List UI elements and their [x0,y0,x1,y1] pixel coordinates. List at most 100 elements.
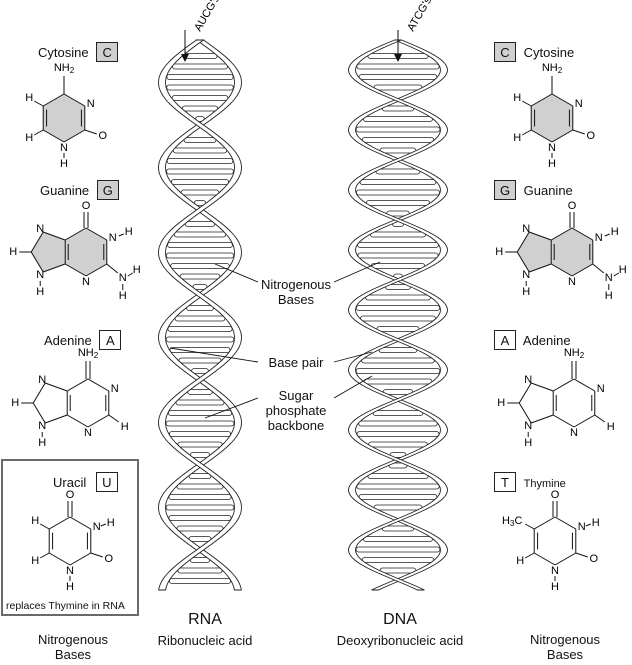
callout-sugar-line2: phosphate [265,403,327,418]
bond [594,414,606,423]
base-rung [166,168,234,175]
bond [524,523,535,530]
callout-base-pair: Base pair [268,355,324,370]
atom-label: N [597,383,605,395]
atom-label: NH2 [78,347,99,360]
atom-label: H [607,421,615,433]
atom-label: H [619,264,627,276]
base-rung [165,504,235,511]
callout-nitrogenous-line1: Nitrogenous [260,277,332,292]
footer-right-line1: Nitrogenous [529,632,601,647]
bond [106,263,119,274]
bond [585,523,591,527]
atom-label: H [592,517,600,529]
bond [69,516,92,530]
atom-label: N [551,565,559,577]
bond [43,263,66,273]
bond [85,263,108,277]
base-rung [187,389,213,395]
atom-label: H [66,581,74,593]
right-guanine-badge: G [494,180,516,200]
left-uracil-name: Uracil [53,475,87,490]
atom-label: H [513,92,521,104]
atom-label: O [66,489,75,501]
atom-label: N [36,223,44,235]
left-guanine-badge: G [96,180,119,200]
left-guanine-name: Guanine [40,183,90,198]
bond [516,251,530,273]
base-rung [170,179,230,185]
base-rung [182,53,218,59]
base-rung [172,63,228,70]
atom-label: N [522,223,530,235]
atom-label: H [121,421,129,433]
uracil-box [1,459,139,616]
atom-label: H [548,158,556,170]
atom-label: N [578,521,586,533]
atom-label: N [60,142,68,154]
base-rung [373,84,423,91]
base-rung [355,368,441,374]
bond [571,263,594,277]
callout-sugar-line3: backbone [267,418,325,433]
atom-label: N [36,269,44,281]
atom-label: N [84,427,92,439]
callout-lines [169,261,381,419]
atom-label: H [9,246,17,258]
right-cytosine-label: C Cytosine [494,42,574,62]
atom-label: H [11,397,19,409]
bond [32,402,46,424]
bond [552,414,575,428]
base-rung [183,137,217,143]
footer-right-bases: Nitrogenous Bases [522,632,608,662]
dna-helix [348,39,448,591]
base-rung [373,504,423,511]
ring-fill [531,94,573,142]
rna-title-block: RNA Ribonucleic acid [150,611,260,648]
atom-label: H [133,264,141,276]
bond [87,414,110,428]
rna-subtitle: Ribonucleic acid [157,633,253,648]
base-rung [357,252,439,259]
atom-label: O [587,130,596,142]
atom-label: N [524,420,532,432]
base-rung [358,74,438,80]
right-thymine-badge: T [494,472,516,492]
base-rung [356,483,440,490]
bond [518,402,532,424]
base-rung [167,242,233,248]
bond [604,233,610,237]
footer-right-line2: Bases [546,647,584,662]
left-guanine-label: Guanine G [40,180,119,200]
atom-label: N [82,276,90,288]
footer-left-line2: Bases [54,647,92,662]
base-rung [165,252,235,259]
atom-label: N [87,98,95,110]
atom-label: O [551,489,560,501]
left-adenine-badge: A [99,330,122,350]
base-rung [358,420,438,427]
base-rung [375,168,421,175]
base-rung [355,305,441,311]
base-rung [368,441,428,448]
base-rung [363,536,433,542]
atom-label: O [99,130,108,142]
atom-label: H [605,290,613,302]
bond [48,516,71,530]
left-cytosine-name: Cytosine [38,45,89,60]
base-rung [178,357,222,364]
bond [66,414,89,428]
base-rung [355,189,441,196]
bond [521,100,532,107]
base-rung [363,116,433,122]
left-cytosine-badge: C [96,42,119,62]
helix-backbone-strand [158,39,242,591]
base-rung [168,494,232,500]
atom-label: N [605,272,613,284]
atom-label: O [568,200,577,212]
footer-left-bases: Nitrogenous Bases [30,632,116,662]
atom-label: N [119,272,127,284]
bond [521,129,532,136]
